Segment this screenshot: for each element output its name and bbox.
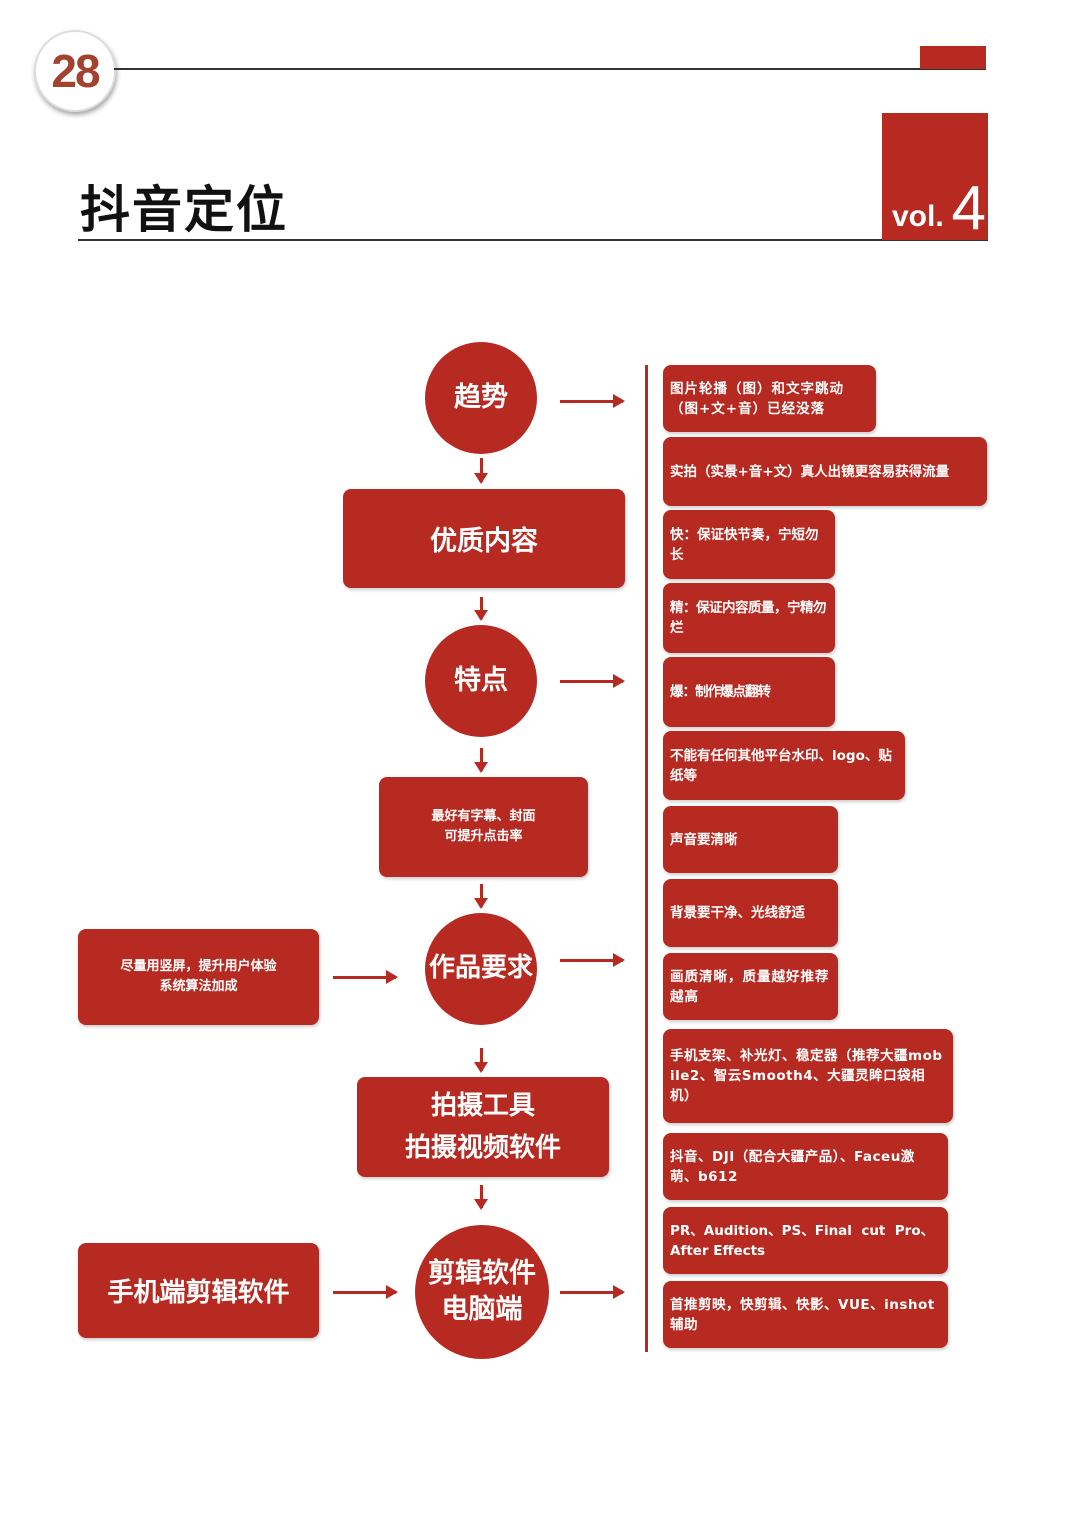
divider-line (645, 365, 648, 1352)
arrow-right-icon (333, 970, 398, 984)
editing-software: 剪辑软件 (428, 1257, 536, 1289)
node-shooting: 拍摄工具 拍摄视频软件 (357, 1077, 609, 1177)
detail-box: 抖音、DJI（配合大疆产品）、Faceu激萌、b612 (663, 1133, 948, 1200)
detail-box: 背景要干净、光线舒适 (663, 879, 838, 947)
tip-line: 系统算法加成 (159, 979, 238, 994)
editing-desktop: 电脑端 (441, 1294, 523, 1325)
detail-box: 爆：制作爆点翻转 (663, 657, 835, 727)
detail-box: 不能有任何其他平台水印、logo、贴纸等 (663, 731, 905, 800)
vol-number: 4 (951, 174, 986, 243)
shooting-tools: 拍摄工具 (430, 1091, 535, 1121)
arrow-right-icon (560, 674, 625, 688)
arrow-down-icon (474, 884, 488, 909)
arrow-down-icon (474, 1185, 488, 1210)
vol-label: vol. (892, 200, 944, 233)
detail-box: 声音要清晰 (663, 806, 838, 873)
detail-box: 实拍（实景+音+文）真人出镜更容易获得流量 (663, 437, 987, 506)
arrow-right-icon (333, 1285, 398, 1299)
title-underline (78, 239, 988, 241)
page-number: 28 (51, 45, 100, 97)
node-vertical-tip: 尽量用竖屏，提升用户体验 系统算法加成 (78, 929, 319, 1025)
detail-box: 精：保证内容质量，宁精勿烂 (663, 583, 835, 653)
node-mobile-editing: 手机端剪辑软件 (78, 1243, 319, 1338)
detail-box: PR、Audition、PS、Final cut Pro、After Effec… (663, 1207, 948, 1274)
tip-line: 最好有字幕、封面 (431, 809, 536, 824)
detail-box: 快：保证快节奏，宁短勿长 (663, 510, 835, 579)
node-features: 特点 (425, 625, 537, 737)
node-editing: 剪辑软件 电脑端 (415, 1225, 549, 1359)
vol-badge: vol. 4 (882, 113, 988, 243)
header-rule (114, 68, 986, 70)
arrow-down-icon (474, 748, 488, 773)
detail-box: 首推剪映，快剪辑、快影、VUE、inshot辅助 (663, 1281, 948, 1348)
arrow-down-icon (474, 1048, 488, 1073)
arrow-down-icon (474, 597, 488, 621)
page-title: 抖音定位 (80, 181, 288, 239)
tip-line: 可提升点击率 (444, 829, 523, 844)
arrow-right-icon (560, 953, 625, 967)
node-requirements: 作品要求 (425, 913, 537, 1025)
node-trend: 趋势 (425, 342, 537, 454)
detail-box: 手机支架、补光灯、稳定器（推荐大疆mobile2、智云Smooth4、大疆灵眸口… (663, 1029, 953, 1123)
node-subtitle-tip: 最好有字幕、封面 可提升点击率 (379, 777, 588, 877)
arrow-down-icon (474, 458, 488, 484)
node-quality-content: 优质内容 (343, 489, 625, 588)
detail-box: 画质清晰，质量越好推荐越高 (663, 953, 838, 1020)
header-accent-bar (920, 46, 986, 69)
arrow-right-icon (560, 394, 625, 408)
arrow-right-icon (560, 1285, 625, 1299)
tip-line: 尽量用竖屏，提升用户体验 (120, 959, 277, 974)
shooting-software: 拍摄视频软件 (404, 1133, 561, 1163)
page-number-badge: 28 (34, 30, 116, 112)
detail-box: 图片轮播（图）和文字跳动（图+文+音）已经没落 (663, 365, 876, 432)
